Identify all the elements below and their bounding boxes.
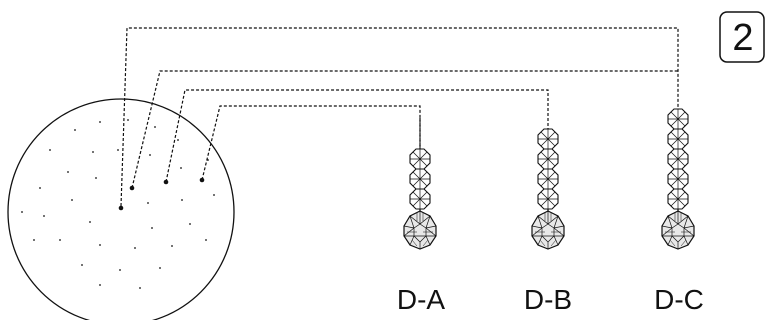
canopy-dot (127, 119, 129, 121)
canopy-dot (49, 149, 51, 151)
octagon-crystal (409, 188, 431, 210)
canopy-plate (7, 98, 235, 325)
pendant-label-d-b: D-B (524, 284, 572, 315)
canopy-dot (147, 202, 149, 204)
canopy-dot (180, 167, 182, 169)
canopy-dot (151, 227, 153, 229)
canopy-dot (181, 199, 183, 201)
attachment-point (199, 177, 205, 183)
canopy-dot (74, 129, 76, 131)
attachment-point (163, 179, 169, 185)
canopy-dot (67, 171, 69, 173)
canopy-dot (33, 239, 35, 241)
octagon-crystal (537, 188, 559, 210)
octagon-crystal (537, 128, 559, 150)
canopy-dot (177, 139, 179, 141)
canopy-dot (171, 245, 173, 247)
canopy-dot (119, 269, 121, 271)
canopy-dot (189, 223, 191, 225)
octagon-crystal (537, 168, 559, 190)
canopy-dot (159, 267, 161, 269)
octagon-crystal (667, 168, 689, 190)
canopy-dot (139, 287, 141, 289)
step-badge: 2 (719, 11, 765, 63)
octagon-crystal (409, 148, 431, 170)
canopy-dot (39, 187, 41, 189)
canopy-dot (71, 199, 73, 201)
canopy-dot (99, 121, 101, 123)
canopy-dot (95, 177, 97, 179)
routing-line-4 (201, 105, 421, 181)
routing-line-3 (165, 89, 549, 183)
canopy-dot (134, 247, 136, 249)
canopy-dot (43, 215, 45, 217)
octagon-crystal (667, 108, 689, 130)
attachment-points (118, 177, 205, 211)
attachment-point (129, 185, 135, 191)
ball-crystal (531, 210, 565, 250)
step-number: 2 (732, 17, 753, 59)
pendant-d-c (661, 108, 695, 250)
canopy-dot (99, 284, 101, 286)
canopy-dot (59, 239, 61, 241)
canopy-dot (154, 126, 156, 128)
step-badge-frame (719, 11, 765, 63)
routing-lines (120, 27, 679, 207)
ball-crystal (403, 210, 437, 250)
octagon-crystal (537, 148, 559, 170)
pendant-d-b (531, 128, 565, 250)
octagon-crystal (409, 168, 431, 190)
canopy-dot (81, 264, 83, 266)
ball-crystal (661, 210, 695, 250)
pendant-label-d-c: D-C (654, 284, 704, 315)
canopy-dot (89, 221, 91, 223)
canopy-dot (99, 244, 101, 246)
canopy-hole-dots (21, 119, 215, 289)
canopy-dot (92, 151, 94, 153)
octagon-crystal (667, 128, 689, 150)
canopy-dot (21, 211, 23, 213)
canopy-dot (213, 194, 215, 196)
pendant-d-a (403, 118, 437, 250)
pendant-label-d-a: D-A (397, 284, 446, 315)
canopy-dot (205, 239, 207, 241)
routing-line-1 (120, 27, 679, 207)
routing-line-2 (131, 70, 678, 189)
canopy-dot (149, 154, 151, 156)
octagon-crystal (667, 188, 689, 210)
octagon-crystal (667, 148, 689, 170)
canopy-dot (117, 149, 119, 151)
attachment-point (118, 205, 124, 211)
